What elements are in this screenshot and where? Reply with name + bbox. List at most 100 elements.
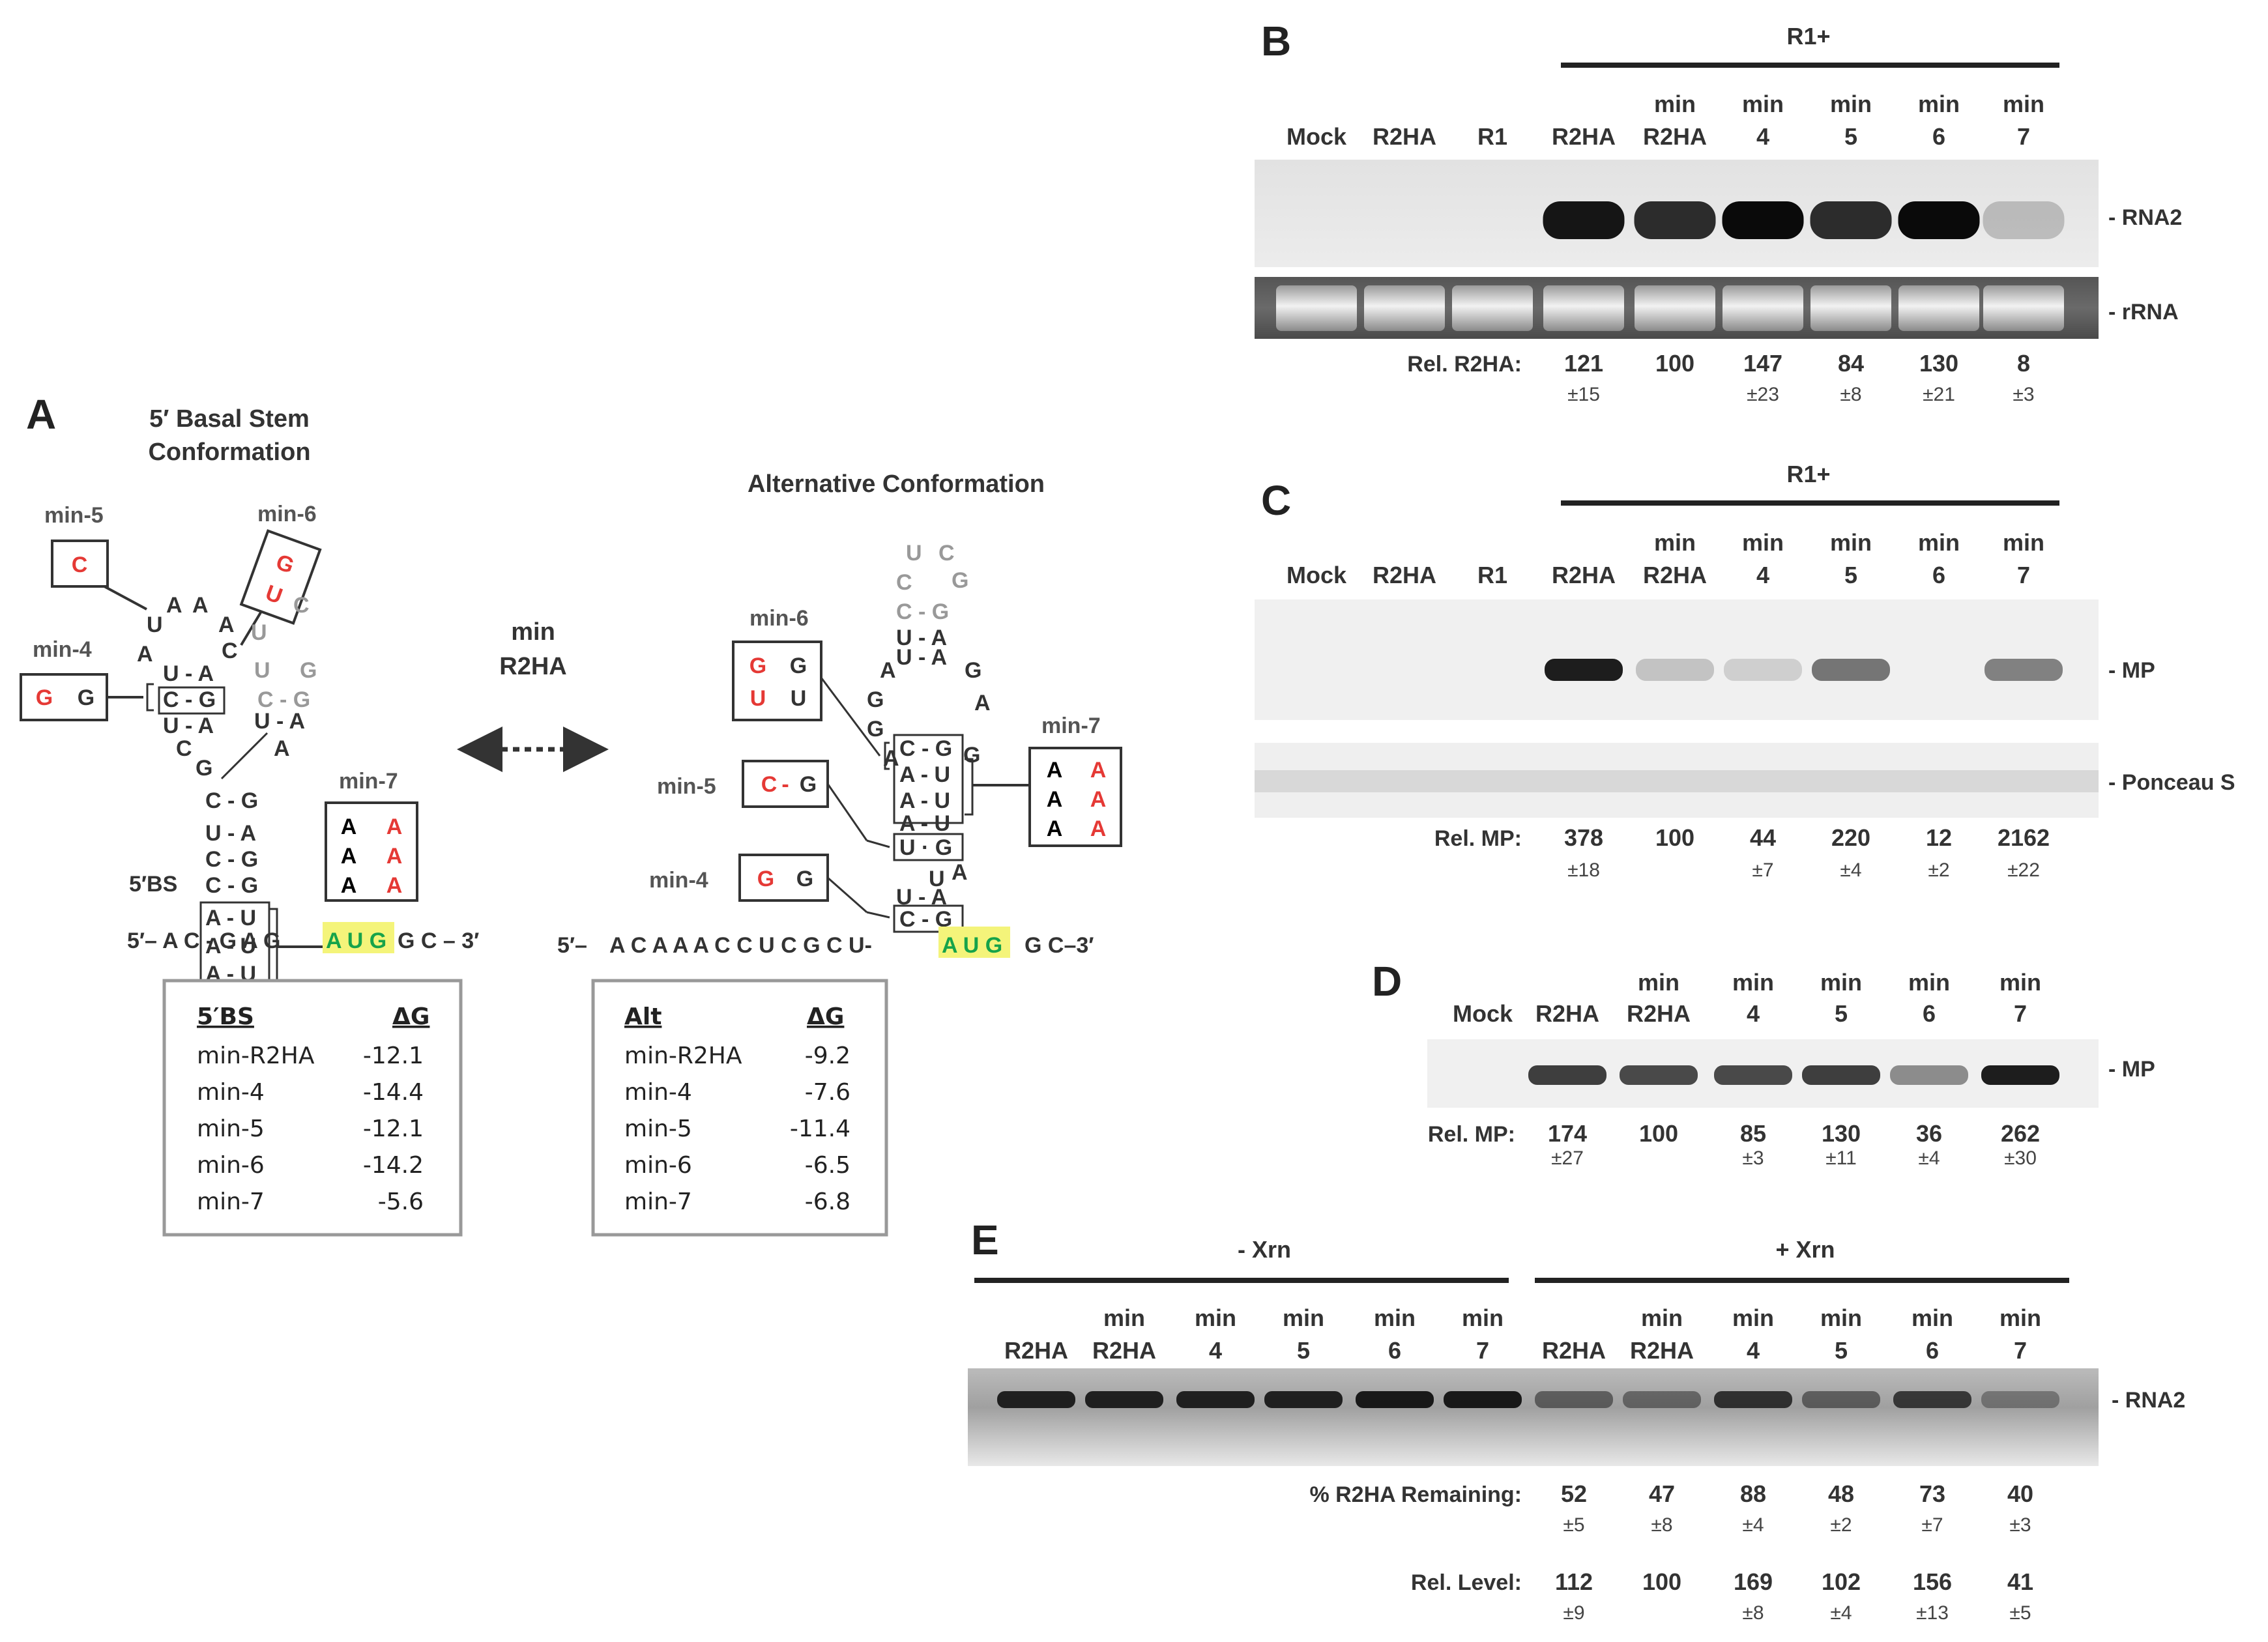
lane-label-bottom: 4: [1747, 1337, 1760, 1364]
svg-text:5′–: 5′–: [557, 933, 587, 958]
svg-text:C - G: C - G: [205, 847, 258, 872]
svg-text:-6.8: -6.8: [805, 1188, 850, 1215]
panel-e-group-minus-xrn: - Xrn: [1238, 1236, 1291, 1263]
svg-text:G: G: [800, 772, 817, 797]
svg-text:-11.4: -11.4: [790, 1116, 850, 1142]
svg-text:A: A: [341, 844, 357, 869]
rel-value: 156: [1913, 1568, 1952, 1595]
lane-label-top: min: [1820, 969, 1862, 996]
svg-text:U: U: [251, 620, 267, 645]
panel-c-side-ponceau: - Ponceau S: [2108, 770, 2235, 795]
lane-label-bottom: Mock: [1287, 123, 1347, 150]
svg-text:min-6: min-6: [197, 1152, 265, 1179]
lane-label-top: min: [1918, 91, 1960, 117]
lane-label-bottom: 4: [1756, 562, 1769, 588]
lane-label-bottom: 7: [2017, 562, 2030, 588]
gel-band: [1802, 1391, 1880, 1408]
lane-label-bottom: 5: [1844, 562, 1857, 588]
lane-label-bottom: Mock: [1287, 562, 1347, 588]
svg-text:5′– A C - G A G: 5′– A C - G A G: [127, 929, 280, 953]
svg-text:U - A: U - A: [205, 821, 256, 846]
rel-error: ±7: [1752, 859, 1773, 881]
svg-text:-6.5: -6.5: [805, 1152, 850, 1179]
rel-error: ±9: [1563, 1602, 1584, 1624]
lane-label-bottom: 6: [1932, 562, 1945, 588]
svg-text:-9.2: -9.2: [805, 1043, 850, 1069]
gel-band: [1714, 1065, 1792, 1085]
svg-text:A - U: A - U: [899, 762, 950, 787]
lane-label-top: min: [1999, 969, 2041, 996]
rel-value: 40: [2007, 1480, 2033, 1507]
svg-text:min-7: min-7: [624, 1188, 692, 1215]
svg-text:ΔG: ΔG: [392, 1003, 429, 1030]
gel-band: [1543, 201, 1625, 239]
svg-text:C: C: [222, 639, 238, 663]
svg-text:C - G: C - G: [205, 873, 258, 898]
rel-value: 147: [1743, 350, 1782, 377]
svg-text:min-4: min-4: [624, 1079, 692, 1106]
svg-text:A: A: [166, 593, 182, 618]
lane-label-bottom: R2HA: [1535, 1000, 1599, 1027]
rel-error: ±8: [1742, 1602, 1764, 1624]
svg-text:min-5: min-5: [624, 1116, 692, 1142]
lane-label-top: min: [1742, 529, 1784, 556]
rel-value: 12: [1926, 824, 1952, 851]
alt-mut-label-min5: min-5: [657, 774, 716, 799]
bs-label: 5′BS: [129, 872, 177, 897]
gel-band: [1890, 1065, 1968, 1085]
rel-error: ±30: [2004, 1147, 2037, 1169]
left-dg-table: 5′BS ΔG min-R2HA-12.1 min-4-14.4 min-5-1…: [162, 979, 463, 1237]
panel-c-mp-bands: [1545, 659, 2063, 681]
svg-text:A: A: [137, 642, 153, 667]
svg-text:U: U: [929, 867, 945, 891]
svg-text:A C A A A C C U C G C U-: A C A A A C C U C G C U-: [609, 933, 872, 958]
svg-text:A: A: [1090, 816, 1107, 841]
rel-value: 262: [2001, 1120, 2040, 1147]
mut-label-min7: min-7: [339, 769, 398, 794]
gel-band: [1722, 201, 1804, 239]
gel-band: [997, 1391, 1075, 1408]
svg-text:C: C: [938, 541, 955, 566]
lane-label-bottom: 6: [1932, 123, 1945, 150]
lane-label-top: min: [1195, 1304, 1236, 1331]
lane-label-top: min: [1283, 1304, 1324, 1331]
right-title: Alternative Conformation: [748, 470, 1045, 498]
rel-error: ±2: [1830, 1514, 1852, 1536]
svg-text:G C–3′: G C–3′: [1025, 933, 1094, 958]
rel-value: 130: [1919, 350, 1958, 377]
svg-text:G: G: [790, 654, 807, 678]
rel-error: ±3: [2013, 384, 2034, 405]
rel-error: ±5: [1563, 1514, 1584, 1536]
panel-c-western-blot: [1255, 599, 2099, 720]
svg-text:-14.2: -14.2: [363, 1152, 424, 1179]
rel-value: 88: [1740, 1480, 1766, 1507]
svg-text:U: U: [791, 686, 807, 711]
lane-label-top: min: [1820, 1304, 1862, 1331]
lane-label-bottom: R2HA: [1373, 123, 1436, 150]
lane-label-bottom: Mock: [1453, 1000, 1513, 1027]
gel-band: [1983, 201, 2065, 239]
rel-value: 100: [1639, 1120, 1678, 1147]
panel-e-group-plus-xrn: + Xrn: [1775, 1236, 1835, 1263]
svg-text:A - U: A - U: [205, 906, 256, 930]
rel-value: 100: [1642, 1568, 1681, 1595]
panel-c-label: C: [1261, 477, 1291, 524]
svg-text:G C – 3′: G C – 3′: [398, 929, 479, 953]
svg-text:G: G: [300, 658, 317, 683]
svg-text:G: G: [196, 756, 212, 781]
svg-text:A: A: [218, 612, 235, 637]
alt-mut-label-min7: min-7: [1041, 713, 1101, 738]
svg-text:U - A: U - A: [163, 713, 214, 738]
svg-text:U - A: U - A: [163, 661, 214, 686]
lane-label-bottom: R2HA: [1373, 562, 1436, 588]
lane-label-bottom: R2HA: [1627, 1000, 1691, 1027]
rrna-band: [1452, 285, 1533, 331]
lane-label-top: min: [1103, 1304, 1145, 1331]
lane-label-top: min: [2003, 91, 2044, 117]
